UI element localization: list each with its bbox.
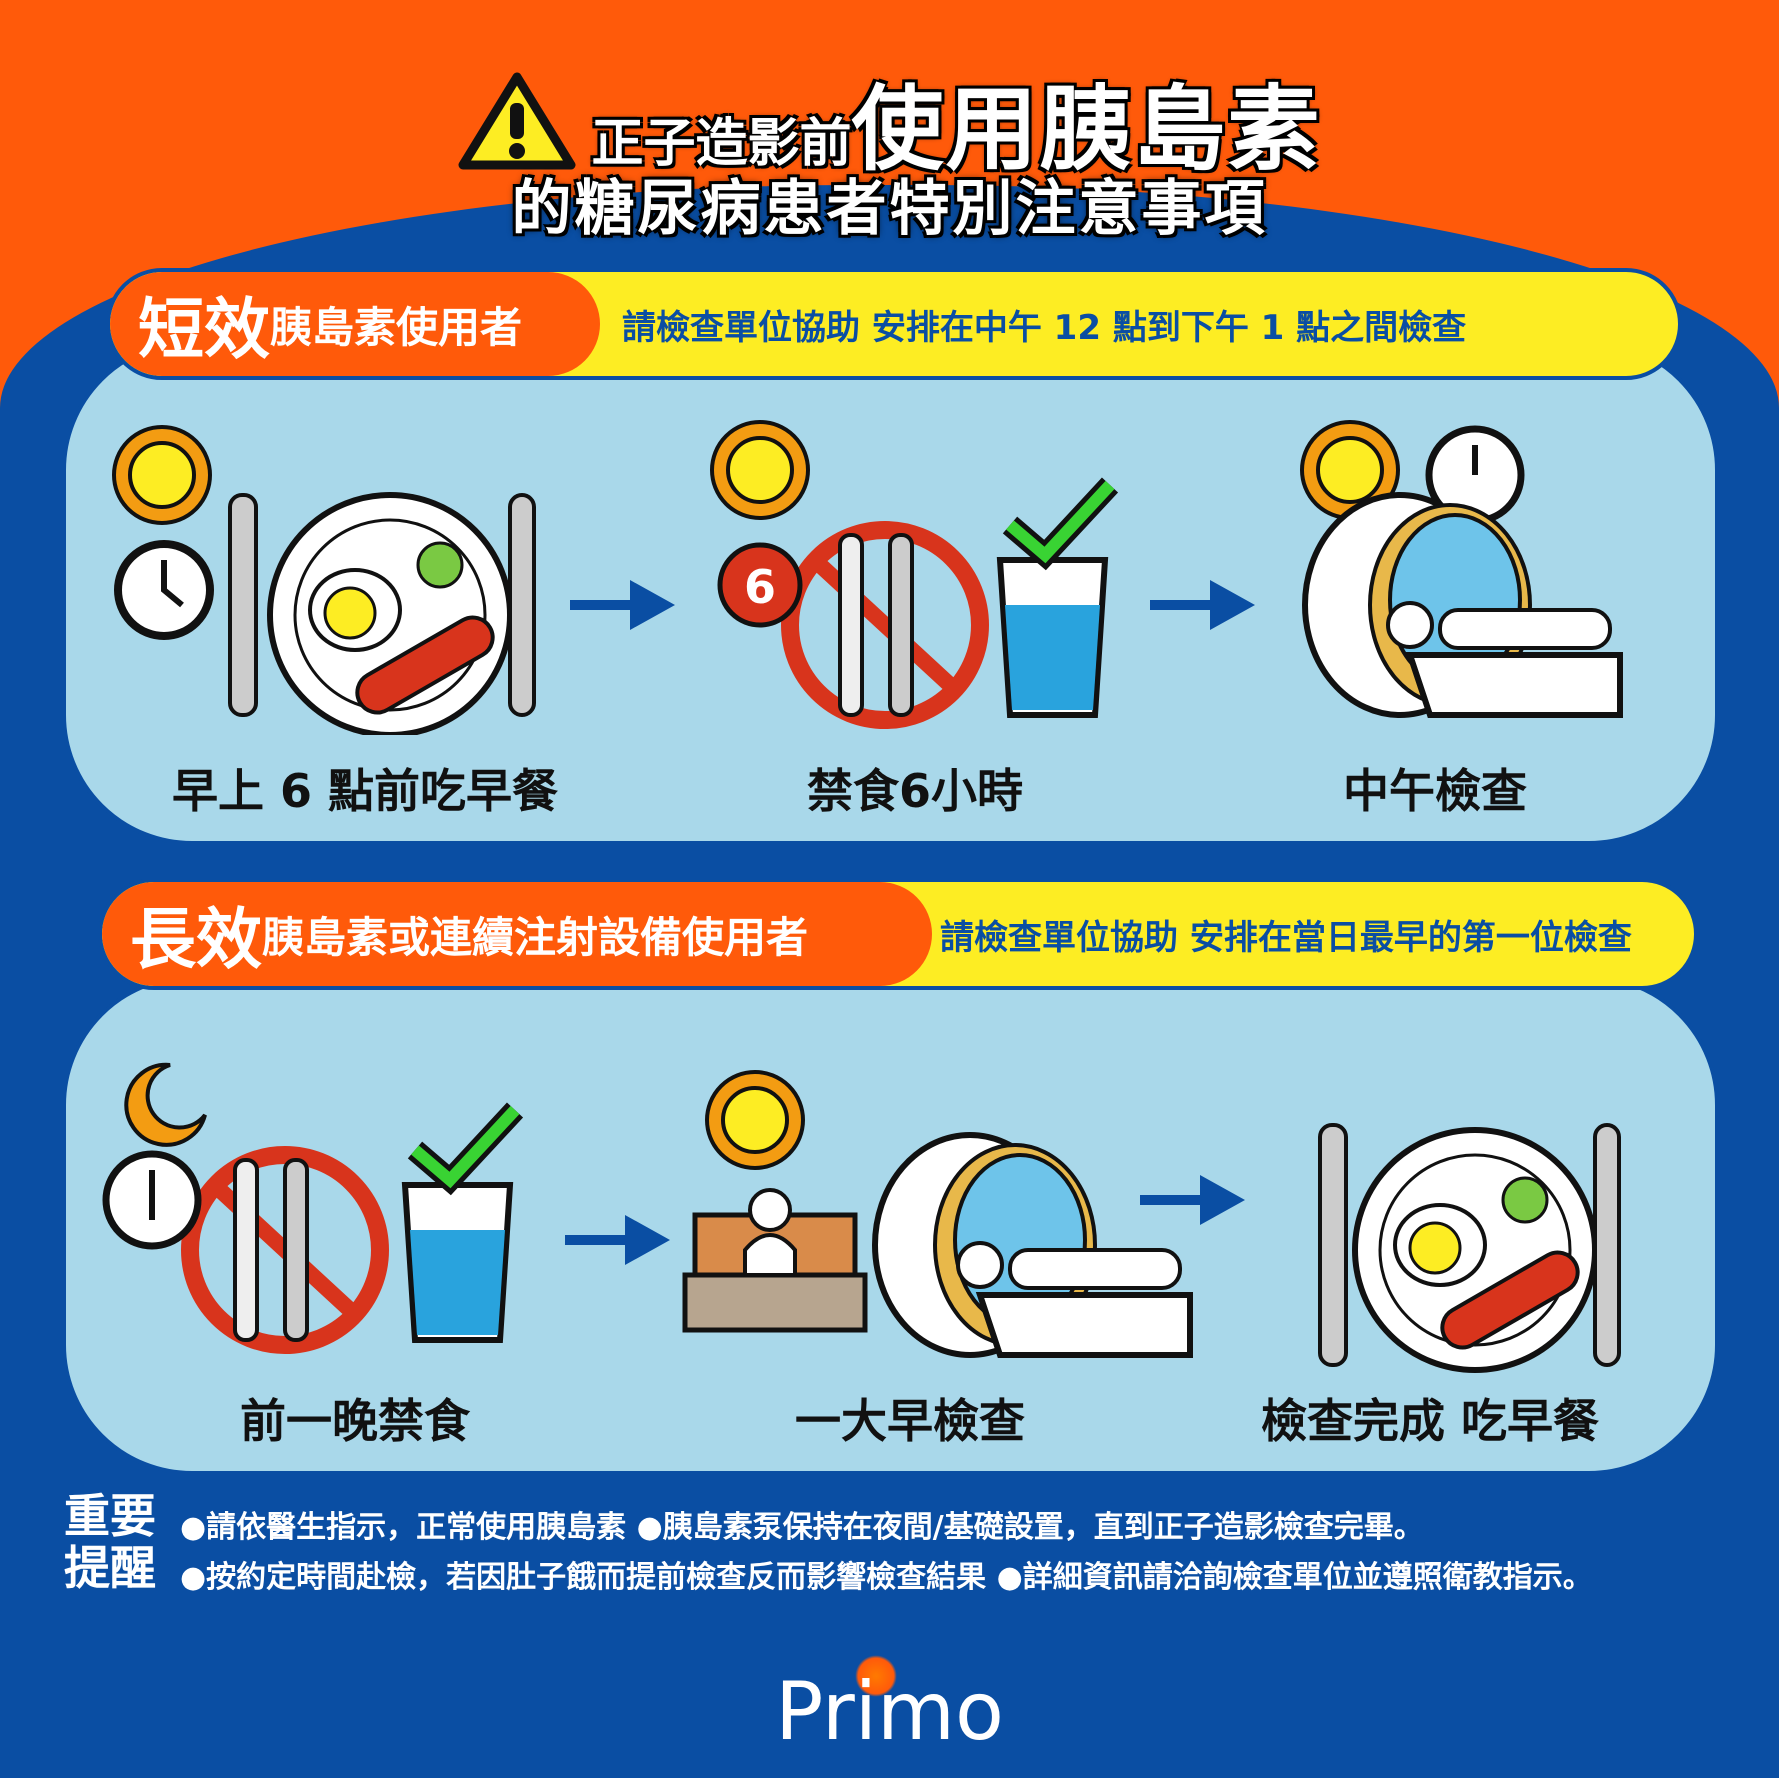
clock-icon [114,540,214,640]
header-note: 請檢查單位協助 安排在當日最早的第一位檢查 [940,917,1632,958]
important-reminder: 重要 提醒 ●請依醫生指示，正常使用胰島素 ●胰島素泵保持在夜間/基礎設置，直到… [0,1490,1779,1600]
tag-small: 胰島素使用者 [270,302,523,352]
clock-icon [102,1150,202,1250]
arrow-right-icon [1150,580,1255,630]
water-glass-icon [996,557,1109,718]
breakfast-icon [1318,1123,1621,1373]
reminder-line: ●請依醫生指示，正常使用胰島素 ●胰島素泵保持在夜間/基礎設置，直到正子造影檢查… [180,1510,1424,1545]
pet-scanner-icon [1300,420,1623,718]
short-acting-header: 短效胰島素使用者 請檢查單位協助 安排在中午 12 點到下午 1 點之間檢查 [106,268,1682,380]
bed-icon [682,1188,868,1333]
brand-logo-mark [855,1655,897,1697]
warning-icon [458,72,576,170]
arrow-right-icon [570,580,675,630]
arrow-right-icon [1140,1175,1245,1225]
morning-scan-icon [682,1070,1193,1358]
arrow-right-icon [565,1215,670,1265]
check-icon [411,1105,520,1189]
step-label: 早上 6 點前吃早餐 [171,764,559,818]
fasting-icon: 6 [710,420,1119,729]
title-line-1: 正子造影前使用胰島素 [0,55,1779,188]
brand-logo: Primo [775,1665,1004,1758]
title-big: 使用胰島素 [851,76,1322,183]
reminder-key: 提醒 [64,1541,156,1595]
tag-big: 短效 [138,291,270,368]
step-label: 檢查完成 吃早餐 [1260,1394,1599,1448]
sun-icon [112,425,212,525]
reminder-line: ●按約定時間赴檢，若因肚子餓而提前檢查反而影響檢查結果 ●詳細資訊請洽詢檢查單位… [180,1560,1593,1595]
step-label: 中午檢查 [1343,764,1527,818]
breakfast-icon [112,425,536,735]
moon-icon [124,1062,207,1147]
step-label: 前一晚禁食 [240,1394,470,1448]
night-fasting-icon [102,1062,524,1354]
reminder-key: 重要 [64,1489,156,1543]
tag-big: 長效 [130,901,262,978]
fast-hours-badge: 6 [744,560,776,614]
title-small: 正子造影前 [591,114,852,174]
step-label: 禁食6小時 [806,764,1023,818]
long-acting-header: 長效胰島素或連續注射設備使用者 請檢查單位協助 安排在當日最早的第一位檢查 [98,878,1698,990]
title-line-2: 的糖尿病患者特別注意事項 [511,174,1268,244]
header-note: 請檢查單位協助 安排在中午 12 點到下午 1 點之間檢查 [622,307,1467,348]
step-label: 一大早檢查 [795,1394,1025,1448]
tag-small: 胰島素或連續注射設備使用者 [262,912,809,962]
check-icon [1006,480,1115,564]
